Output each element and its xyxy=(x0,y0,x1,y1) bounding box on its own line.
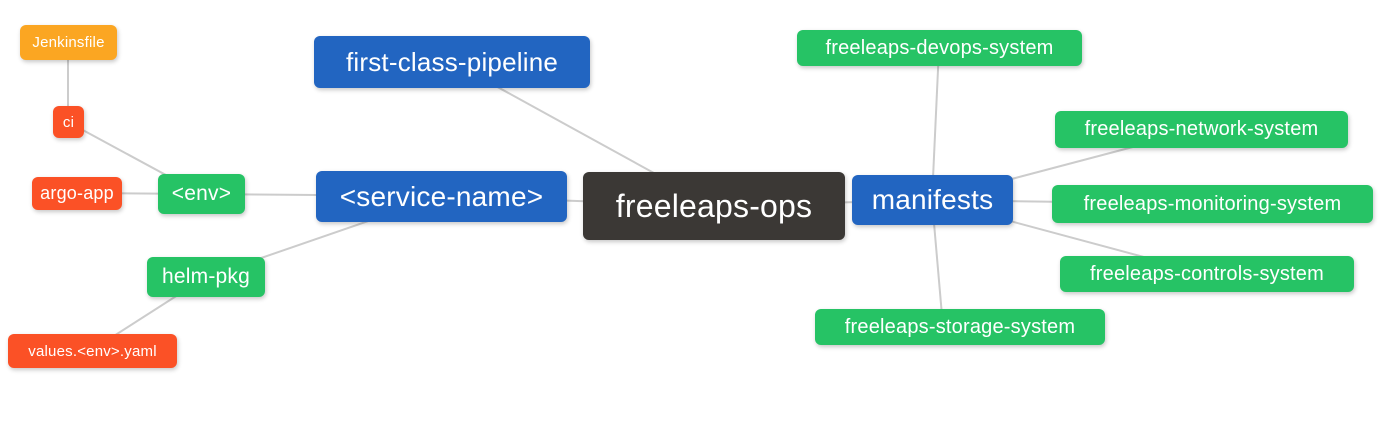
node-freeleaps-devops-system[interactable]: freeleaps-devops-system xyxy=(797,30,1082,66)
node-jenkinsfile[interactable]: Jenkinsfile xyxy=(20,25,117,60)
node-values-env-yaml[interactable]: values.<env>.yaml xyxy=(8,334,177,368)
node-freeleaps-network-system[interactable]: freeleaps-network-system xyxy=(1055,111,1348,148)
node-helm-pkg[interactable]: helm-pkg xyxy=(147,257,265,297)
node-freeleaps-ops[interactable]: freeleaps-ops xyxy=(583,172,845,240)
node-manifests[interactable]: manifests xyxy=(852,175,1013,225)
node-env[interactable]: <env> xyxy=(158,174,245,214)
node-freeleaps-controls-system[interactable]: freeleaps-controls-system xyxy=(1060,256,1354,292)
node-ci[interactable]: ci xyxy=(53,106,84,138)
node-argo-app[interactable]: argo-app xyxy=(32,177,122,210)
node-freeleaps-monitoring-system[interactable]: freeleaps-monitoring-system xyxy=(1052,185,1373,223)
node-freeleaps-storage-system[interactable]: freeleaps-storage-system xyxy=(815,309,1105,345)
node-first-class-pipeline[interactable]: first-class-pipeline xyxy=(314,36,590,88)
edge xyxy=(931,47,940,201)
node-service-name[interactable]: <service-name> xyxy=(316,171,567,222)
